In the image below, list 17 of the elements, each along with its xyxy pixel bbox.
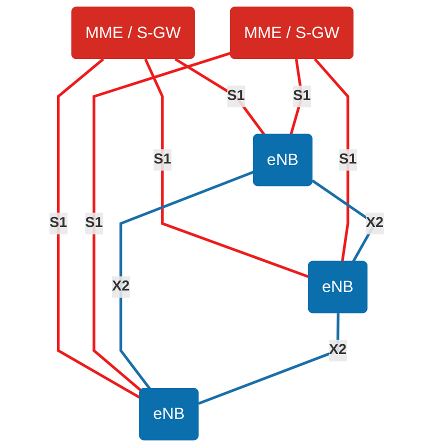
connector [314, 58, 350, 262]
edge-label: S1 [293, 88, 311, 104]
connector [198, 313, 340, 405]
connector [144, 58, 310, 278]
edge-label: S1 [49, 215, 68, 231]
connector [56, 58, 141, 399]
edge-label: S1 [339, 152, 357, 168]
edge-label: S1 [85, 215, 103, 231]
connector [92, 52, 232, 392]
edge-label: X2 [112, 278, 130, 294]
connector [119, 170, 254, 390]
connector [290, 58, 304, 136]
edge-label: X2 [328, 342, 347, 358]
connector [174, 58, 266, 136]
edge-label: X2 [366, 215, 384, 231]
edge-label: S1 [154, 152, 172, 168]
edge-label: S1 [227, 88, 245, 104]
